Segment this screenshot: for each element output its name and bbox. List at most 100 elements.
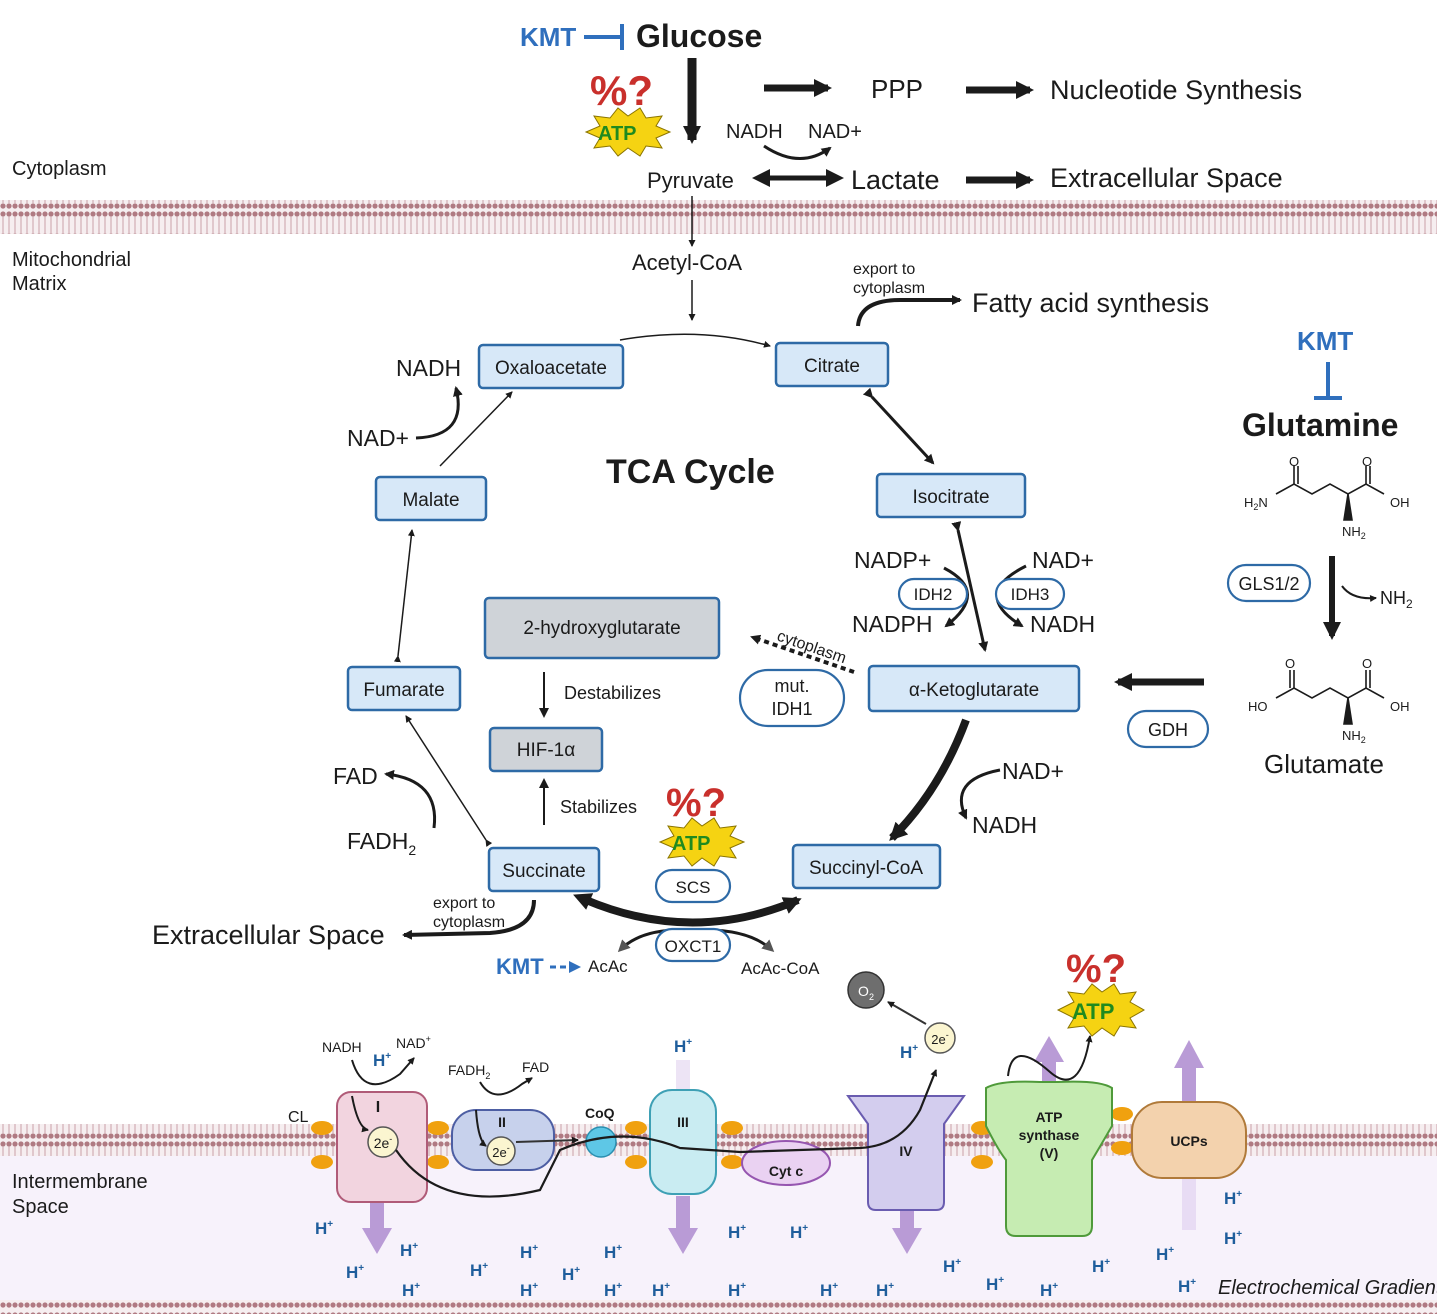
malate-label: Malate bbox=[402, 490, 459, 511]
glutamate-wedge bbox=[1343, 697, 1353, 725]
hplus-matrix-1-sup: + bbox=[385, 1051, 391, 1062]
mut-idh1-enzyme bbox=[738, 668, 846, 728]
glutamine-o1: O bbox=[1289, 454, 1299, 469]
hplus-ims-sup: + bbox=[740, 1223, 746, 1234]
citrate-label: Citrate bbox=[804, 356, 860, 377]
kmt-acac-label: KMT bbox=[496, 954, 544, 979]
hplus-ims-sup: + bbox=[327, 1219, 333, 1230]
hplus-ims-sup: + bbox=[1190, 1277, 1196, 1288]
etc-fadh2-sub: 2 bbox=[485, 1071, 490, 1081]
scs-label: SCS bbox=[676, 878, 711, 897]
hydroxyglutarate-label: 2-hydroxyglutarate bbox=[523, 618, 680, 639]
atp-synthesis-curve bbox=[1007, 1035, 1093, 1081]
glutamate-label: Glutamate bbox=[1264, 749, 1384, 779]
glutamate-o2: O bbox=[1362, 656, 1372, 671]
outer-mitochondrial-membrane bbox=[0, 200, 1437, 234]
proton-pump-arrows bbox=[362, 1036, 1204, 1254]
succinate-node bbox=[487, 846, 601, 893]
citrate-node bbox=[774, 341, 890, 388]
succinyl-coa-label: Succinyl-CoA bbox=[809, 858, 923, 879]
c1-2e-sup: - bbox=[389, 1134, 392, 1144]
hplus-ims-13: H+ bbox=[728, 1281, 746, 1300]
hplus-ims-sup: + bbox=[1052, 1281, 1058, 1292]
c2-2e-text: 2e bbox=[492, 1145, 506, 1160]
electron-flow-path bbox=[395, 1069, 938, 1198]
nucleotide-synthesis-label: Nucleotide Synthesis bbox=[1050, 75, 1302, 105]
idh3-label: IDH3 bbox=[1011, 585, 1050, 604]
electrons-to-o2-arrow bbox=[887, 1001, 927, 1025]
glucose-label: Glucose bbox=[636, 18, 762, 54]
etc-nadh-label: NADH bbox=[322, 1039, 362, 1055]
glutamate-o1: O bbox=[1285, 656, 1295, 671]
lipid-5 bbox=[625, 1121, 647, 1135]
hplus-ims-18: H+ bbox=[986, 1275, 1004, 1294]
glutamine-h2n: H2N bbox=[1244, 495, 1268, 512]
glutamine-oh: OH bbox=[1390, 495, 1410, 510]
hplus-ims-h: H bbox=[790, 1223, 802, 1242]
hplus-ims-5: H+ bbox=[470, 1261, 488, 1280]
matrix-label-line2: Matrix bbox=[12, 273, 66, 295]
nadh-into-c1 bbox=[351, 1095, 369, 1133]
ucp-proton-lower bbox=[1182, 1170, 1196, 1230]
lactate-nadh-label: NADH bbox=[726, 121, 783, 143]
hplus-ims-sup: + bbox=[412, 1241, 418, 1252]
lactate-nad-label: NAD+ bbox=[808, 121, 862, 143]
destabilizes-label: Destabilizes bbox=[564, 683, 661, 703]
matrix-label-line1: Mitochondrial bbox=[12, 249, 131, 271]
mut-idh1-line2: IDH1 bbox=[771, 699, 812, 719]
etc-atp-label: ATP bbox=[1072, 999, 1114, 1024]
hydroxyglutarate-node bbox=[483, 596, 721, 660]
isocitrate-akg-arrow bbox=[951, 521, 989, 652]
isocitrate-node bbox=[875, 472, 1027, 519]
akg-to-succinylcoa-arrow bbox=[889, 718, 970, 841]
hplus-matrix-3-sup: + bbox=[912, 1043, 918, 1054]
hplus-ims-sup: + bbox=[888, 1281, 894, 1292]
hplus-ims-sup: + bbox=[532, 1243, 538, 1254]
lipid-12 bbox=[1111, 1141, 1133, 1155]
isocitrate-label: Isocitrate bbox=[912, 487, 989, 508]
hplus-ims-sup: + bbox=[1104, 1257, 1110, 1268]
oxaloacetate-node bbox=[477, 343, 625, 390]
glutamine-h2n-sub: 2 bbox=[1253, 502, 1258, 512]
hplus-ims-4: H+ bbox=[402, 1281, 420, 1300]
complex-iv-label: IV bbox=[899, 1143, 913, 1159]
hplus-ims-19: H+ bbox=[1040, 1281, 1058, 1300]
nh2-release-curve bbox=[1341, 585, 1377, 602]
glutamine-nh2-sub: 2 bbox=[1361, 531, 1366, 541]
akg-nadh-label: NADH bbox=[972, 812, 1037, 838]
hplus-ims-h: H bbox=[520, 1281, 532, 1300]
glutamine-structure bbox=[1275, 466, 1385, 521]
gdh-label: GDH bbox=[1148, 720, 1188, 740]
succinate-export-line2: cytoplasm bbox=[433, 914, 505, 931]
fumarate-node bbox=[346, 665, 462, 712]
complex-iv-2e: 2e- bbox=[931, 1030, 948, 1047]
hplus-ims-20: H+ bbox=[1092, 1257, 1110, 1276]
complex-ii-2e: 2e- bbox=[492, 1143, 509, 1160]
malate-node bbox=[374, 475, 488, 522]
hplus-ims-h: H bbox=[402, 1281, 414, 1300]
succinate-export-arrow bbox=[402, 899, 536, 940]
c3-proton-top bbox=[676, 1060, 690, 1090]
atpsynth-proton-head bbox=[1034, 1036, 1064, 1062]
acac-coa-label: AcAc-CoA bbox=[741, 959, 820, 978]
c4-2e-text: 2e bbox=[931, 1032, 945, 1047]
glutamate-structure bbox=[1275, 670, 1385, 725]
hplus-ims-h: H bbox=[562, 1265, 574, 1284]
citrate-export-line2: cytoplasm bbox=[853, 280, 925, 297]
tca-atp-label: ATP bbox=[672, 833, 711, 855]
hplus-ims-sup: + bbox=[740, 1281, 746, 1292]
extracellular-space-bottom: Extracellular Space bbox=[152, 920, 385, 950]
succinate-label: Succinate bbox=[502, 861, 585, 882]
coq-carrier bbox=[585, 1126, 617, 1158]
kmt-glucose-label: KMT bbox=[520, 22, 576, 52]
glutamine-o2: O bbox=[1362, 454, 1372, 469]
hplus-ims-h: H bbox=[652, 1281, 664, 1300]
hplus-ims-sup: + bbox=[1236, 1229, 1242, 1240]
complex-iv-electrons bbox=[924, 1022, 956, 1054]
lipid-1 bbox=[311, 1121, 333, 1135]
glutamine-h2n-n: N bbox=[1258, 495, 1267, 510]
lipid-8 bbox=[721, 1155, 743, 1169]
c1-2e-text: 2e bbox=[374, 1135, 390, 1151]
hplus-ims-h: H bbox=[876, 1281, 888, 1300]
hplus-matrix-1-h: H bbox=[373, 1051, 385, 1070]
